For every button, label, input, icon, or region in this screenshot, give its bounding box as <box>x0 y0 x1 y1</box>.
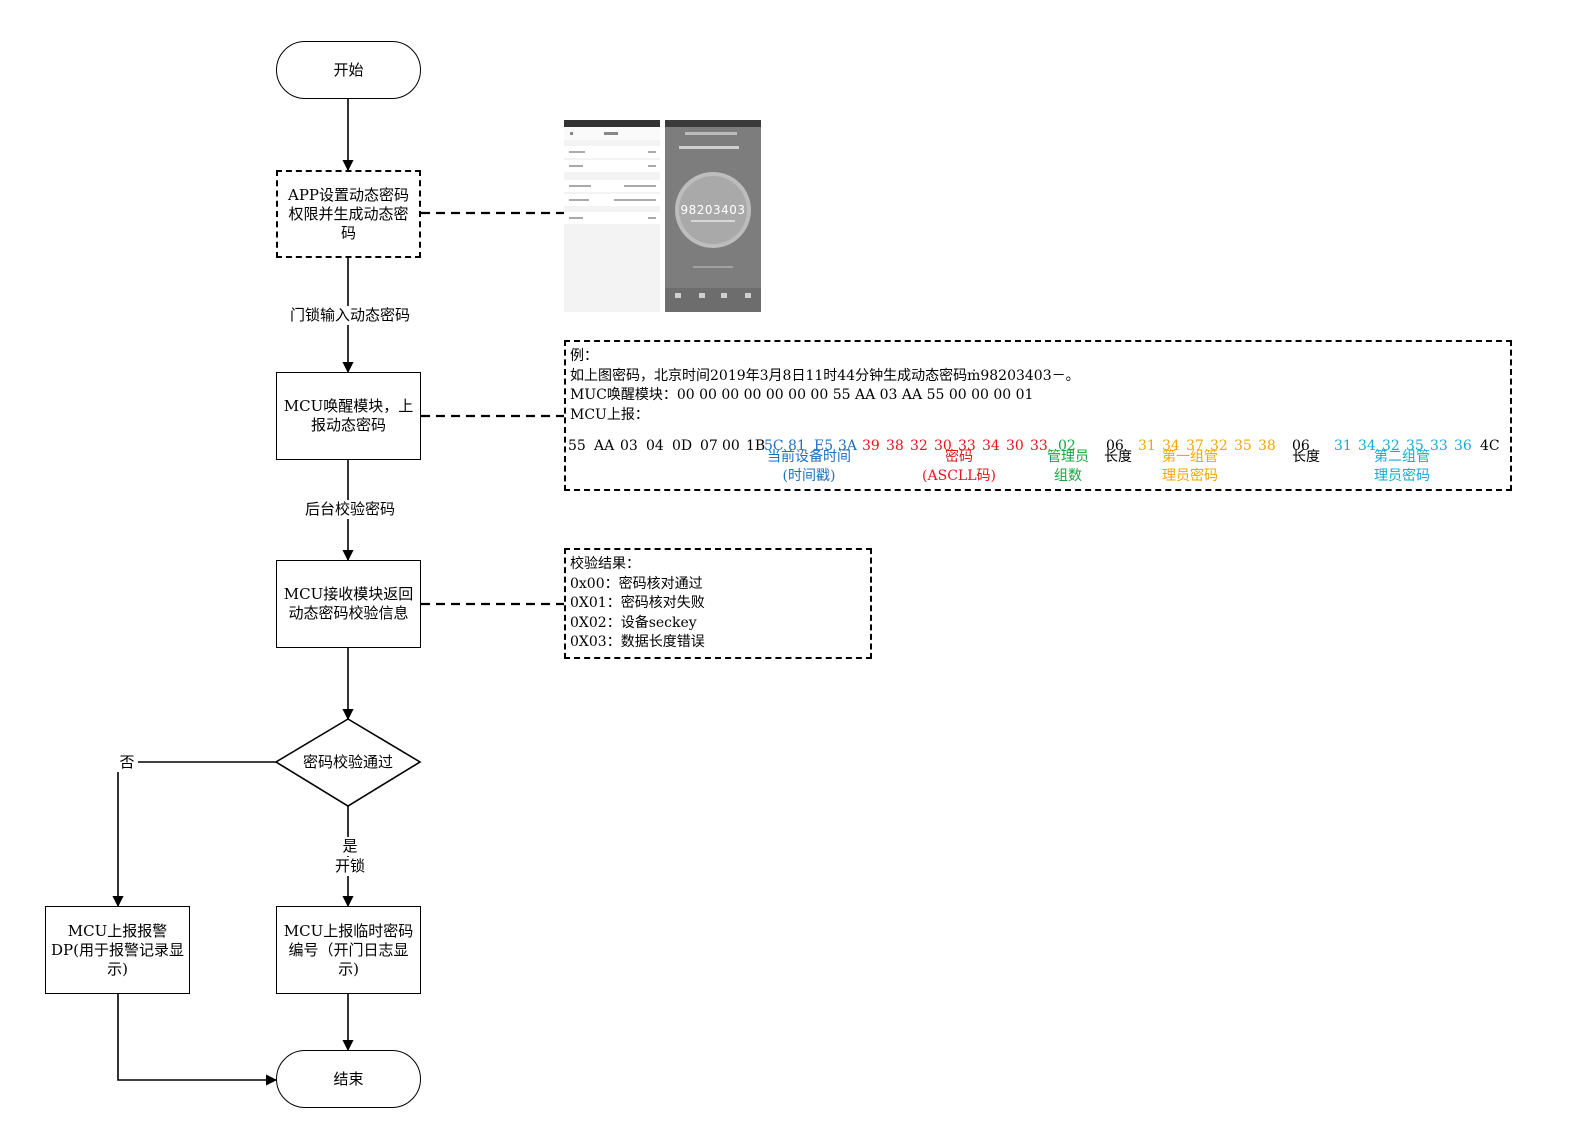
label-length-2: 长度 <box>1292 449 1320 465</box>
hex-byte: 81 <box>788 438 806 454</box>
hex-byte: 32 <box>1382 438 1400 454</box>
hex-byte: 1B <box>746 438 766 454</box>
app-set-password-process: APP设置动态密码权限并生成动态密码 <box>276 170 421 258</box>
hex-byte: 06 <box>1292 438 1310 454</box>
label-group1-password: 第一组管 理员密码 <box>1162 449 1218 484</box>
hex-byte: 30 <box>934 438 952 454</box>
hex-byte: 55 <box>568 438 586 454</box>
arrow-no-branch <box>112 761 277 908</box>
hex-byte: 37 <box>1186 438 1204 454</box>
hex-byte: 34 <box>1162 438 1180 454</box>
result-title: 校验结果： <box>570 556 640 572</box>
label-group2-password: 第二组管 理员密码 <box>1374 449 1430 484</box>
hex-byte: 0D <box>672 438 693 454</box>
decision-diamond-shape <box>274 718 422 807</box>
hex-byte: 30 <box>1006 438 1024 454</box>
start-terminal: 开始 <box>276 41 421 99</box>
label-length-1: 长度 <box>1104 449 1132 465</box>
temp-password-process: MCU上报临时密码编号（开门日志显示) <box>276 906 421 994</box>
example-heading: 例： <box>570 348 598 364</box>
hex-byte: 3A <box>838 438 858 454</box>
mcu-receive-process: MCU接收模块返回动态密码校验信息 <box>276 560 421 648</box>
end-label: 结束 <box>333 1069 364 1088</box>
result-code-02: 0X02：设备seckey <box>570 614 697 631</box>
temp-password-label: MCU上报临时密码编号（开门日志显示) <box>283 921 414 978</box>
example-wake-command: MUC唤醒模块：00 00 00 00 00 00 00 55 AA 03 AA… <box>570 387 1034 403</box>
hex-byte: 32 <box>910 438 928 454</box>
mcu-receive-label: MCU接收模块返回动态密码校验信息 <box>283 585 414 622</box>
hex-byte: 06 <box>1106 438 1124 454</box>
hex-byte: 38 <box>1258 438 1276 454</box>
hex-byte: AA <box>594 438 615 454</box>
hex-byte: 34 <box>982 438 1000 454</box>
hex-byte: 36 <box>1454 438 1472 454</box>
start-label: 开始 <box>333 60 364 79</box>
hex-byte: 00 <box>722 438 740 454</box>
hex-byte: 31 <box>1334 438 1352 454</box>
end-terminal: 结束 <box>276 1050 421 1108</box>
result-code-00: 0x00：密码核对通过 <box>570 575 703 592</box>
phone-dynamic-password-screenshot: 98203403 <box>665 120 761 312</box>
result-code-01: 0X01：密码核对失败 <box>570 595 705 611</box>
alarm-report-process: MCU上报报警DP(用于报警记录显示) <box>45 906 190 994</box>
example-mcu-report-heading: MCU上报： <box>570 406 649 423</box>
hex-byte: 35 <box>1234 438 1252 454</box>
label-password-ascii: 密码 (ASCLL码) <box>922 449 996 484</box>
alarm-label: MCU上报报警DP(用于报警记录显示) <box>51 921 184 978</box>
edge-label-yes: 是 <box>339 837 361 856</box>
edge-label-no: 否 <box>116 753 138 772</box>
edge-label-verify: 后台校验密码 <box>298 500 402 519</box>
edge-label-input-password: 门锁输入动态密码 <box>282 306 418 325</box>
label-admin-groups: 管理员 组数 <box>1047 449 1089 484</box>
hex-byte: 39 <box>862 438 880 454</box>
edge-label-unlock: 开锁 <box>330 857 370 876</box>
hex-byte: 32 <box>1210 438 1228 454</box>
hex-byte: 33 <box>958 438 976 454</box>
app-set-label: APP设置动态密码权限并生成动态密码 <box>287 185 410 242</box>
label-device-time: 当前设备时间 (时间戳) <box>767 449 851 484</box>
hex-byte: 07 <box>700 438 718 454</box>
phone-settings-screenshot <box>564 120 660 312</box>
arrow-alarm-to-end <box>117 994 278 1086</box>
hex-byte: 33 <box>1430 438 1448 454</box>
hex-byte: E5 <box>814 438 834 454</box>
hex-byte: 33 <box>1030 438 1048 454</box>
hex-byte: 34 <box>1358 438 1376 454</box>
hex-byte: 4C <box>1480 438 1500 454</box>
hex-byte: 02 <box>1058 438 1076 454</box>
decision-node: 密码校验通过 <box>290 752 406 772</box>
result-code-03: 0X03：数据长度错误 <box>570 634 705 650</box>
hex-byte: 5C <box>764 438 784 454</box>
hex-byte: 03 <box>620 438 638 454</box>
hex-byte: 31 <box>1138 438 1156 454</box>
decision-label: 密码校验通过 <box>302 752 393 771</box>
example-protocol-note: 例： 如上图密码，北京时间2019年3月8日11时44分钟生成动态密码ṁ9820… <box>564 340 1512 491</box>
mcu-wake-process: MCU唤醒模块，上报动态密码 <box>276 372 421 460</box>
hex-byte: 35 <box>1406 438 1424 454</box>
example-description: 如上图密码，北京时间2019年3月8日11时44分钟生成动态密码ṁ9820340… <box>570 367 1080 384</box>
mcu-wake-label: MCU唤醒模块，上报动态密码 <box>283 397 414 434</box>
phone-code-text: 98203403 <box>680 203 745 217</box>
hex-byte: 04 <box>646 438 664 454</box>
hex-byte: 38 <box>886 438 904 454</box>
verify-result-note: 校验结果： 0x00：密码核对通过 0X01：密码核对失败 0X02：设备sec… <box>564 548 872 659</box>
